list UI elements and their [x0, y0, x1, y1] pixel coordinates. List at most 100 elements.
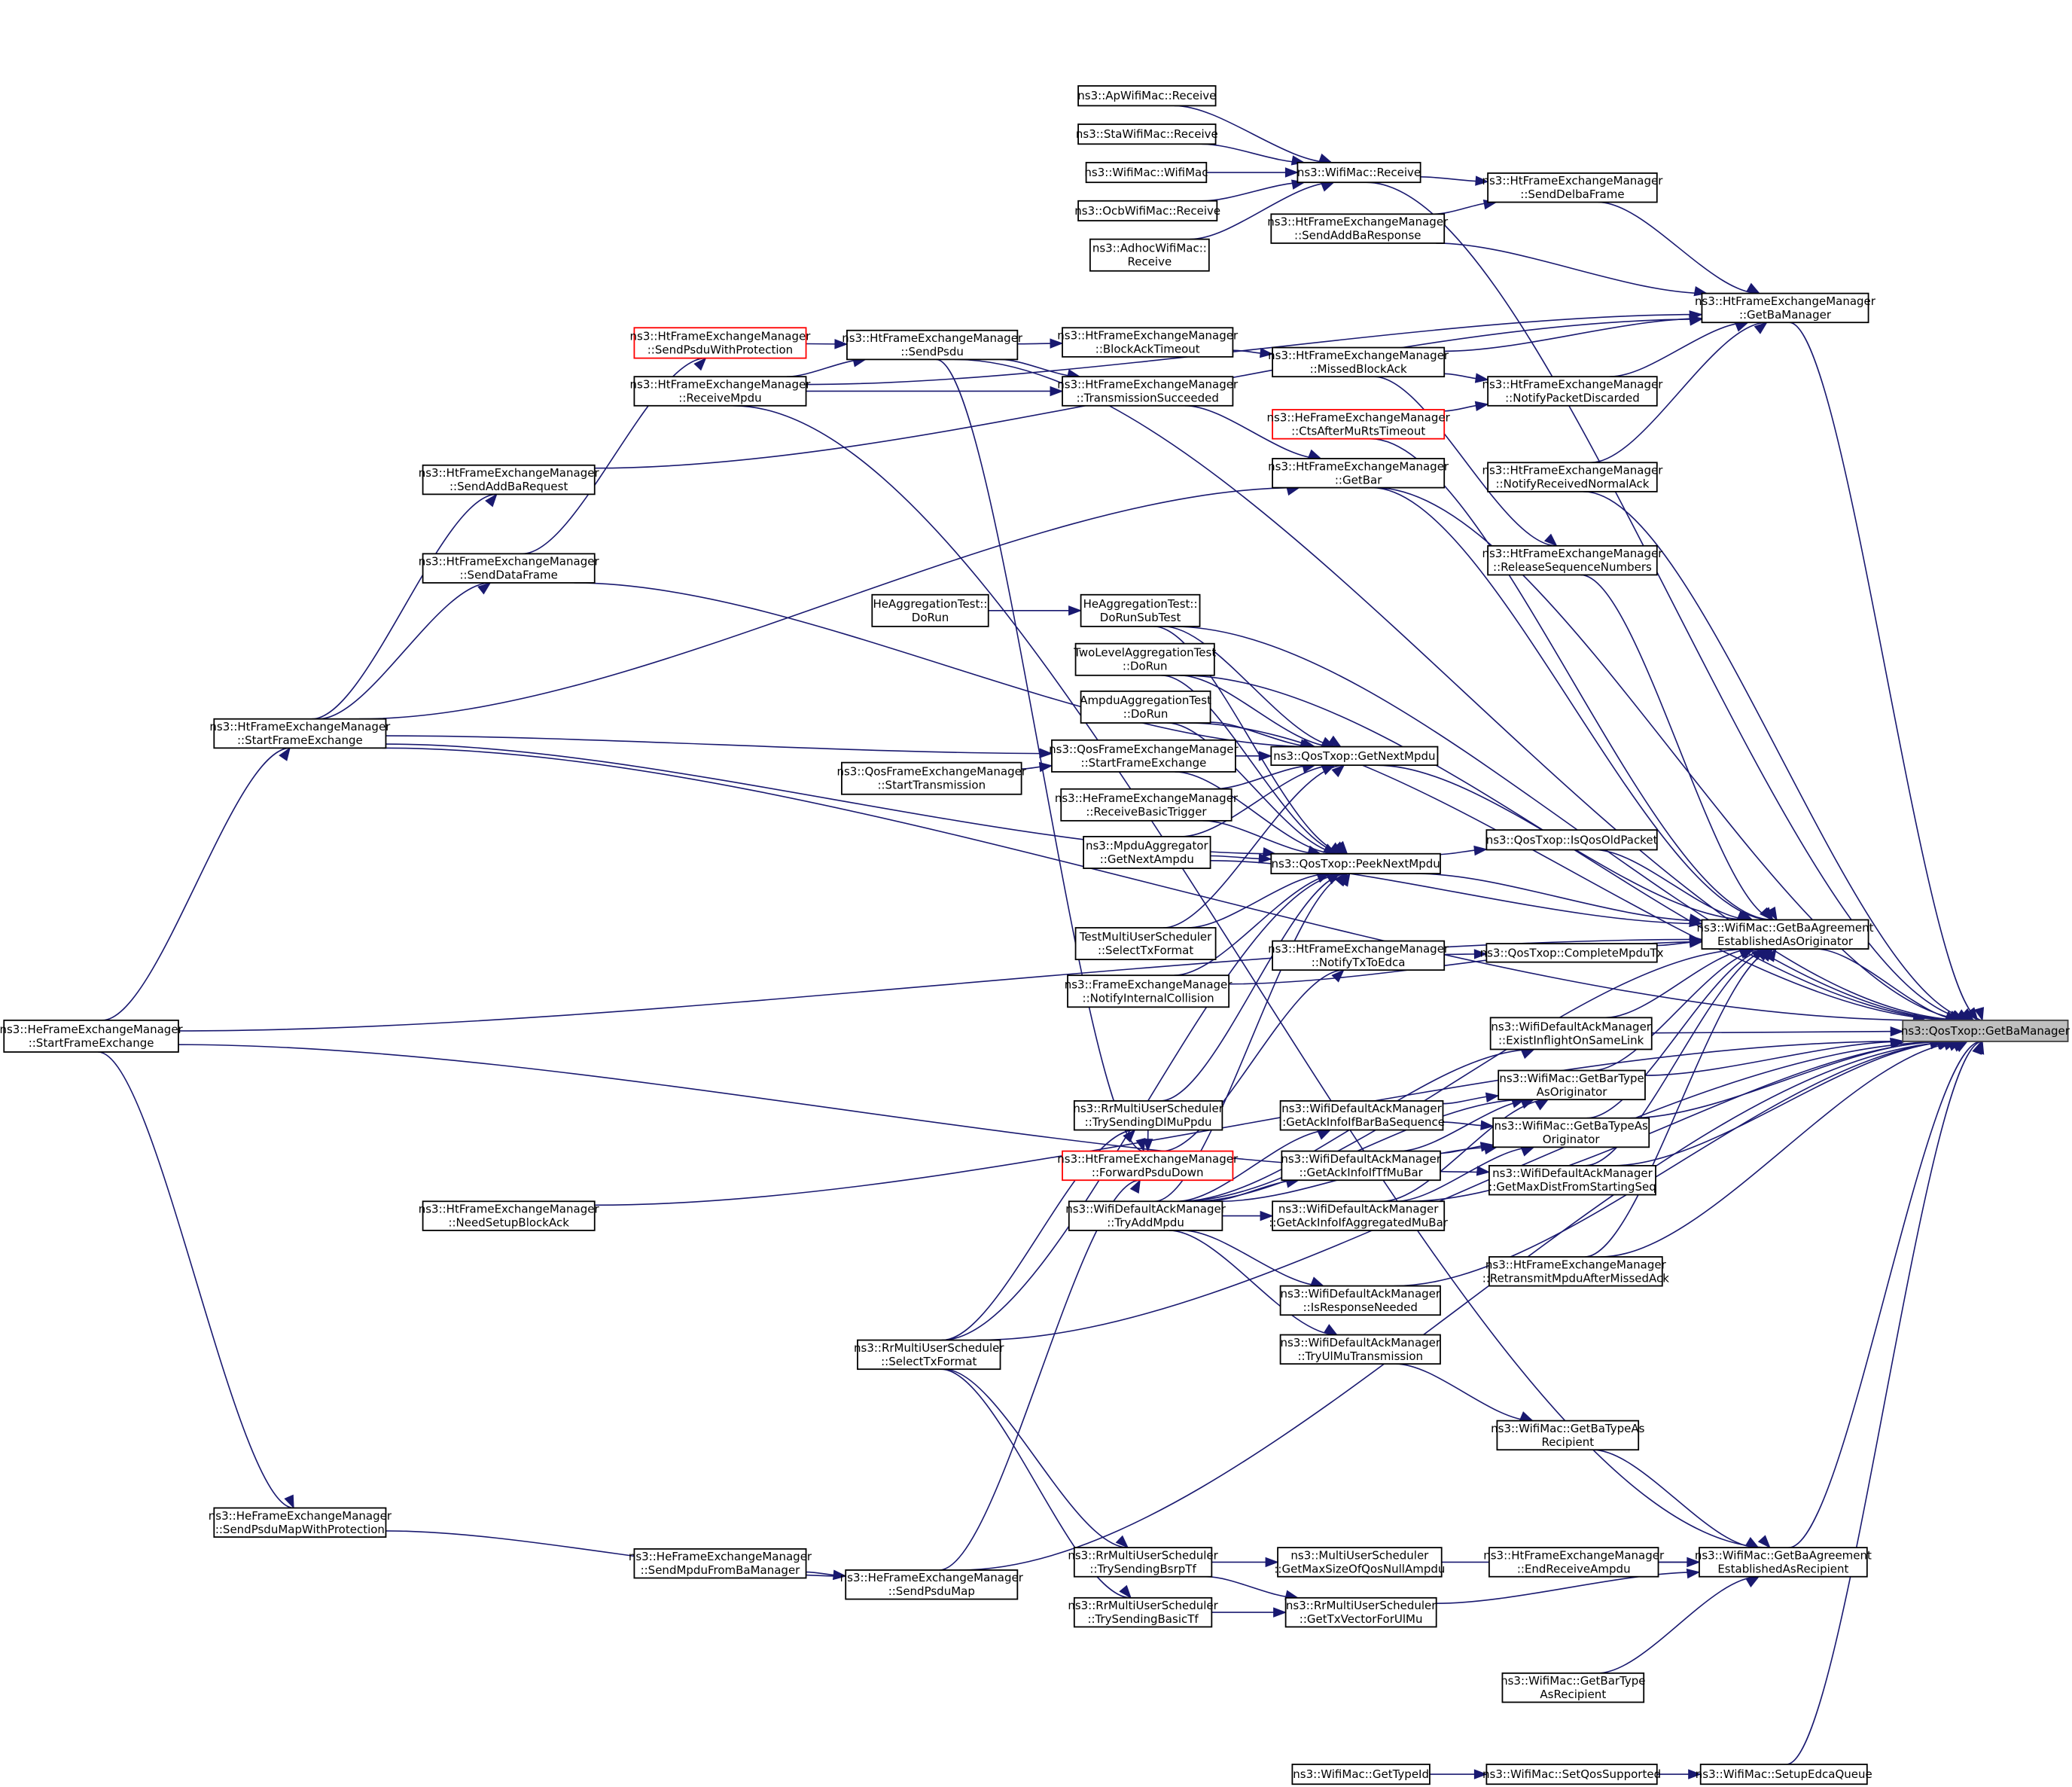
graph-node-mpdu-aggregator-get-next-ampdu[interactable]: ns3::MpduAggregator::GetNextAmpdu [1083, 836, 1211, 869]
graph-node-frame-exchange-manager-notify-internal-collision[interactable]: ns3::FrameExchangeManager::NotifyInterna… [1065, 974, 1233, 1008]
graph-node-adhoc-wifi-mac-receive[interactable]: ns3::AdhocWifiMac::Receive [1089, 238, 1210, 272]
graph-node-ht-frame-exchange-manager-end-receive-ampdu[interactable]: ns3::HtFrameExchangeManager::EndReceiveA… [1483, 1547, 1665, 1578]
graph-node-ht-frame-exchange-manager-receive-mpdu[interactable]: ns3::HtFrameExchangeManager::ReceiveMpdu [630, 376, 812, 407]
arrowhead-icon [1142, 1139, 1153, 1153]
graph-node-qos-txop-is-qos-old-packet[interactable]: ns3::QosTxop::IsQosOldPacket [1485, 829, 1658, 851]
graph-node-he-frame-exchange-manager-send-psdu-map[interactable]: ns3::HeFrameExchangeManager::SendPsduMap [840, 1569, 1024, 1600]
graph-node-he-frame-exchange-manager-send-psdu-map-with-protection[interactable]: ns3::HeFrameExchangeManager::SendPsduMap… [209, 1507, 392, 1538]
graph-node-ht-frame-exchange-manager-send-delba-frame[interactable]: ns3::HtFrameExchangeManager::SendDelbaFr… [1482, 172, 1663, 203]
graph-node-ht-frame-exchange-manager-send-add-ba-request[interactable]: ns3::HtFrameExchangeManager::SendAddBaRe… [419, 464, 600, 496]
graph-node-wifi-mac-setup-edca-queue[interactable]: ns3::WifiMac::SetupEdcaQueue [1696, 1764, 1872, 1785]
node-box [1487, 376, 1658, 407]
graph-node-ht-frame-exchange-manager-retransmit-mpdu-after-missed-ack[interactable]: ns3::HtFrameExchangeManager::RetransmitM… [1482, 1256, 1670, 1287]
graph-node-rr-multi-user-scheduler-get-tx-vector-for-ul-mu[interactable]: ns3::RrMultiUserScheduler::GetTxVectorFo… [1284, 1596, 1437, 1628]
call-edge [943, 1368, 1129, 1548]
node-label: ::SendDelbaFrame [1520, 188, 1624, 201]
graph-node-wifi-mac-get-ba-agreement-established-as-recipient[interactable]: ns3::WifiMac::GetBaAgreementEstablishedA… [1695, 1547, 1872, 1578]
call-edge [1585, 948, 1773, 1166]
graph-node-wifi-mac-get-type-id[interactable]: ns3::WifiMac::GetTypeId [1291, 1764, 1431, 1785]
graph-node-wifi-mac-wifi-mac[interactable]: ns3::WifiMac::WifiMac [1084, 161, 1208, 184]
arrowhead-icon [1273, 1607, 1287, 1618]
call-edge [1373, 376, 1557, 547]
graph-node-rr-multi-user-scheduler-select-tx-format[interactable]: ns3::RrMultiUserScheduler::SelectTxForma… [854, 1339, 1004, 1371]
arrowhead-icon [1520, 1146, 1535, 1157]
graph-node-ht-frame-exchange-manager-release-sequence-numbers[interactable]: ns3::HtFrameExchangeManager::ReleaseSequ… [1482, 544, 1663, 576]
graph-node-he-aggregation-test-do-run-sub-test[interactable]: HeAggregationTest::DoRunSubTest [1080, 593, 1201, 627]
node-box [1487, 172, 1658, 203]
graph-node-wifi-default-ack-manager-get-ack-info-if-bar-ba-sequence[interactable]: ns3::WifiDefaultAckManager::GetAckInfoIf… [1278, 1100, 1445, 1131]
graph-node-rr-multi-user-scheduler-try-sending-dl-mu-ppdu[interactable]: ns3::RrMultiUserScheduler::TrySendingDlM… [1073, 1100, 1224, 1131]
node-box [1488, 1256, 1663, 1287]
graph-node-qos-frame-exchange-manager-start-frame-exchange[interactable]: ns3::QosFrameExchangeManager::StartFrame… [1049, 739, 1239, 773]
graph-node-he-aggregation-test-do-run[interactable]: HeAggregationTest::DoRun [871, 593, 989, 627]
graph-node-wifi-default-ack-manager-get-ack-info-if-aggregated-mu-bar[interactable]: ns3::WifiDefaultAckManager::GetAckInfoIf… [1269, 1200, 1449, 1231]
graph-node-rr-multi-user-scheduler-try-sending-basic-tf[interactable]: ns3::RrMultiUserScheduler::TrySendingBas… [1068, 1596, 1219, 1628]
node-box [1080, 690, 1211, 724]
graph-node-test-multi-user-scheduler-select-tx-format[interactable]: TestMultiUserScheduler::SelectTxFormat [1074, 927, 1217, 961]
graph-node-ht-frame-exchange-manager-notify-received-normal-ack[interactable]: ns3::HtFrameExchangeManager::NotifyRecei… [1482, 462, 1663, 492]
arrowhead-icon [1258, 751, 1272, 761]
graph-node-he-frame-exchange-manager-start-frame-exchange[interactable]: ns3::HeFrameExchangeManager::StartFrameE… [0, 1019, 184, 1053]
node-label: ::TrySendingBasicTf [1087, 1612, 1199, 1626]
graph-node-sta-wifi-mac-receive[interactable]: ns3::StaWifiMac::Receive [1076, 124, 1218, 145]
graph-node-ht-frame-exchange-manager-send-psdu-with-protection[interactable]: ns3::HtFrameExchangeManager::SendPsduWit… [630, 327, 812, 359]
graph-node-ht-frame-exchange-manager-send-add-ba-response[interactable]: ns3::HtFrameExchangeManager::SendAddBaRe… [1267, 213, 1449, 244]
graph-node-ht-frame-exchange-manager-forward-psdu-down[interactable]: ns3::HtFrameExchangeManager::ForwardPsdu… [1057, 1150, 1239, 1182]
graph-node-he-frame-exchange-manager-send-mpdu-from-ba-manager[interactable]: ns3::HeFrameExchangeManager::SendMpduFro… [629, 1548, 812, 1579]
node-box [213, 1507, 387, 1538]
node-label: ::ReceiveMpdu [678, 391, 761, 404]
node-label: ns3::WifiMac::GetBaAgreement [1696, 921, 1873, 935]
graph-node-qos-txop-get-next-mpdu[interactable]: ns3::QosTxop::GetNextMpdu [1270, 746, 1439, 767]
graph-node-wifi-mac-receive[interactable]: ns3::WifiMac::Receive [1297, 161, 1421, 184]
graph-node-ocb-wifi-mac-receive[interactable]: ns3::OcbWifiMac::Receive [1074, 200, 1220, 221]
graph-node-two-level-aggregation-test-do-run[interactable]: TwoLevelAggregationTest::DoRun [1073, 642, 1216, 676]
node-label: ::SelectTxFormat [881, 1355, 977, 1368]
graph-node-ht-frame-exchange-manager-need-setup-block-ack[interactable]: ns3::HtFrameExchangeManager::NeedSetupBl… [419, 1200, 600, 1231]
graph-node-he-frame-exchange-manager-cts-after-mu-rts-timeout[interactable]: ns3::HeFrameExchangeManager::CtsAfterMuR… [1267, 409, 1451, 440]
graph-node-ht-frame-exchange-manager-notify-tx-to-edca[interactable]: ns3::HtFrameExchangeManager::NotifyTxToE… [1268, 940, 1449, 971]
graph-node-wifi-default-ack-manager-try-add-mpdu[interactable]: ns3::WifiDefaultAckManager::TryAddMpdu [1065, 1200, 1226, 1231]
graph-node-wifi-default-ack-manager-get-max-dist-from-starting-seq[interactable]: ns3::WifiDefaultAckManager::GetMaxDistFr… [1488, 1165, 1656, 1196]
graph-node-multi-user-scheduler-get-max-size-of-qos-null-ampdu[interactable]: ns3::MultiUserScheduler::GetMaxSizeOfQos… [1274, 1547, 1445, 1578]
node-box [1699, 1764, 1868, 1785]
graph-node-ht-frame-exchange-manager-send-data-frame[interactable]: ns3::HtFrameExchangeManager::SendDataFra… [419, 553, 600, 584]
graph-node-wifi-mac-set-qos-supported[interactable]: ns3::WifiMac::SetQosSupported [1482, 1764, 1661, 1785]
graph-node-ampdu-aggregation-test-do-run[interactable]: AmpduAggregationTest::DoRun [1080, 690, 1211, 724]
graph-node-qos-txop-complete-mpdu-tx[interactable]: ns3::QosTxop::CompleteMpduTx [1480, 943, 1664, 963]
graph-node-ht-frame-exchange-manager-missed-block-ack[interactable]: ns3::HtFrameExchangeManager::MissedBlock… [1268, 346, 1449, 378]
graph-node-ht-frame-exchange-manager-start-frame-exchange[interactable]: ns3::HtFrameExchangeManager::StartFrameE… [209, 718, 391, 749]
call-edge [1190, 181, 1334, 240]
arrowhead-icon [1734, 322, 1749, 332]
graph-node-ht-frame-exchange-manager-notify-packet-discarded[interactable]: ns3::HtFrameExchangeManager::NotifyPacke… [1482, 376, 1663, 407]
graph-node-ht-frame-exchange-manager-block-ack-timeout[interactable]: ns3::HtFrameExchangeManager::BlockAckTim… [1057, 327, 1239, 358]
node-box [1485, 1764, 1658, 1785]
node-label: ns3::HtFrameExchangeManager [1268, 942, 1449, 956]
node-label: ::SendMpduFromBaManager [641, 1563, 801, 1577]
graph-node-qos-txop-get-ba-manager[interactable]: ns3::QosTxop::GetBaManager [1901, 1019, 2070, 1042]
graph-node-qos-txop-peek-next-mpdu[interactable]: ns3::QosTxop::PeekNextMpdu [1270, 852, 1441, 874]
arrowhead-icon [834, 339, 849, 349]
node-label: ::ForwardPsduDown [1092, 1166, 1204, 1179]
graph-node-wifi-mac-get-ba-agreement-established-as-originator[interactable]: ns3::WifiMac::GetBaAgreementEstablishedA… [1696, 919, 1874, 950]
graph-node-ap-wifi-mac-receive[interactable]: ns3::ApWifiMac::Receive [1077, 85, 1217, 107]
graph-node-ht-frame-exchange-manager-send-psdu[interactable]: ns3::HtFrameExchangeManager::SendPsdu [842, 329, 1023, 361]
graph-node-he-frame-exchange-manager-receive-basic-trigger[interactable]: ns3::HeFrameExchangeManager::ReceiveBasi… [1055, 788, 1239, 822]
graph-node-wifi-default-ack-manager-try-ul-mu-transmission[interactable]: ns3::WifiDefaultAckManager::TryUlMuTrans… [1279, 1334, 1441, 1365]
arrowhead-icon [1324, 1324, 1338, 1336]
graph-node-ht-frame-exchange-manager-get-ba-manager[interactable]: ns3::HtFrameExchangeManager::GetBaManage… [1695, 292, 1876, 324]
graph-node-ht-frame-exchange-manager-transmission-succeeded[interactable]: ns3::HtFrameExchangeManager::Transmissio… [1057, 376, 1239, 407]
graph-node-wifi-default-ack-manager-get-ack-info-if-tf-mu-bar[interactable]: ns3::WifiDefaultAckManager::GetAckInfoIf… [1281, 1150, 1442, 1182]
graph-node-qos-frame-exchange-manager-start-transmission[interactable]: ns3::QosFrameExchangeManager::StartTrans… [836, 761, 1027, 795]
graph-node-wifi-default-ack-manager-is-response-needed[interactable]: ns3::WifiDefaultAckManager::IsResponseNe… [1279, 1285, 1441, 1316]
node-label: ::GetAckInfoIfAggregatedMuBar [1269, 1216, 1449, 1230]
node-box [633, 1548, 807, 1579]
node-label: ns3::HtFrameExchangeManager [1482, 174, 1663, 188]
graph-node-rr-multi-user-scheduler-try-sending-bsrp-tf[interactable]: ns3::RrMultiUserScheduler::TrySendingBsr… [1068, 1547, 1219, 1578]
call-edge [1161, 675, 1346, 855]
graph-node-wifi-default-ack-manager-exist-inflight-on-same-link[interactable]: ns3::WifiDefaultAckManager::ExistInfligh… [1489, 1017, 1653, 1051]
graph-node-ht-frame-exchange-manager-get-bar[interactable]: ns3::HtFrameExchangeManager::GetBar [1268, 458, 1449, 489]
